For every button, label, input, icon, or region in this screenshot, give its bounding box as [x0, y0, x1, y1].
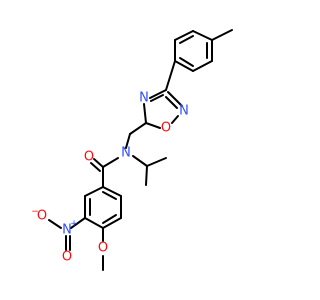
molecule-svg: N N O N O N + O − O O — [31, 29, 233, 271]
bond — [145, 122, 161, 129]
bond — [192, 60, 213, 72]
bond — [143, 103, 147, 124]
carbonyl-double-bond — [90, 162, 101, 172]
bond — [171, 115, 179, 124]
bond — [102, 186, 122, 197]
aryl-nitro-bond — [70, 217, 86, 229]
atom-label-n: N — [139, 91, 149, 106]
benzoyl-ring — [84, 186, 122, 229]
bond — [132, 155, 148, 167]
tolyl-ring — [174, 29, 233, 72]
bond-double-inner — [179, 35, 194, 44]
oxadiazole-ch2-bond — [129, 122, 147, 135]
ch2-n-bond — [125, 133, 131, 149]
atom-charge-minus: − — [31, 207, 39, 217]
bond-double-inner — [102, 191, 117, 200]
molecule-structure-diagram: N N O N O N + O − O O — [31, 29, 233, 271]
bond — [84, 186, 104, 197]
carbonyl-double-bond — [93, 158, 104, 168]
bond — [146, 157, 167, 167]
bond — [84, 217, 104, 229]
atom-charge-plus: + — [70, 219, 78, 229]
oxadiazole-ring — [143, 89, 183, 129]
bond-double-inner — [102, 214, 117, 224]
atom-label-o: O — [84, 150, 94, 165]
nitro-o-single-bond — [48, 219, 62, 229]
atom-label-o: O — [37, 209, 47, 224]
isopropyl-group — [132, 155, 167, 186]
atom-label-o: O — [98, 241, 108, 256]
bond — [174, 30, 194, 41]
bond — [167, 91, 183, 107]
bond — [192, 30, 213, 41]
atom-label-o: O — [62, 250, 72, 265]
atom-label-n: N — [179, 104, 189, 119]
atom-label-o: O — [161, 121, 171, 136]
n-carbonyl-bond — [102, 157, 119, 168]
bond — [174, 60, 194, 72]
bond-double-inner — [165, 96, 178, 109]
bond-double-inner — [150, 94, 164, 102]
atom-label-n: N — [121, 146, 131, 161]
bond — [102, 217, 122, 229]
bond — [145, 165, 148, 186]
aryl-oxadiazole-bond — [165, 60, 176, 91]
atom-label-n: N — [62, 223, 72, 238]
bond — [149, 89, 167, 99]
bond-double-inner — [179, 57, 194, 67]
methyl-bond — [211, 29, 233, 41]
